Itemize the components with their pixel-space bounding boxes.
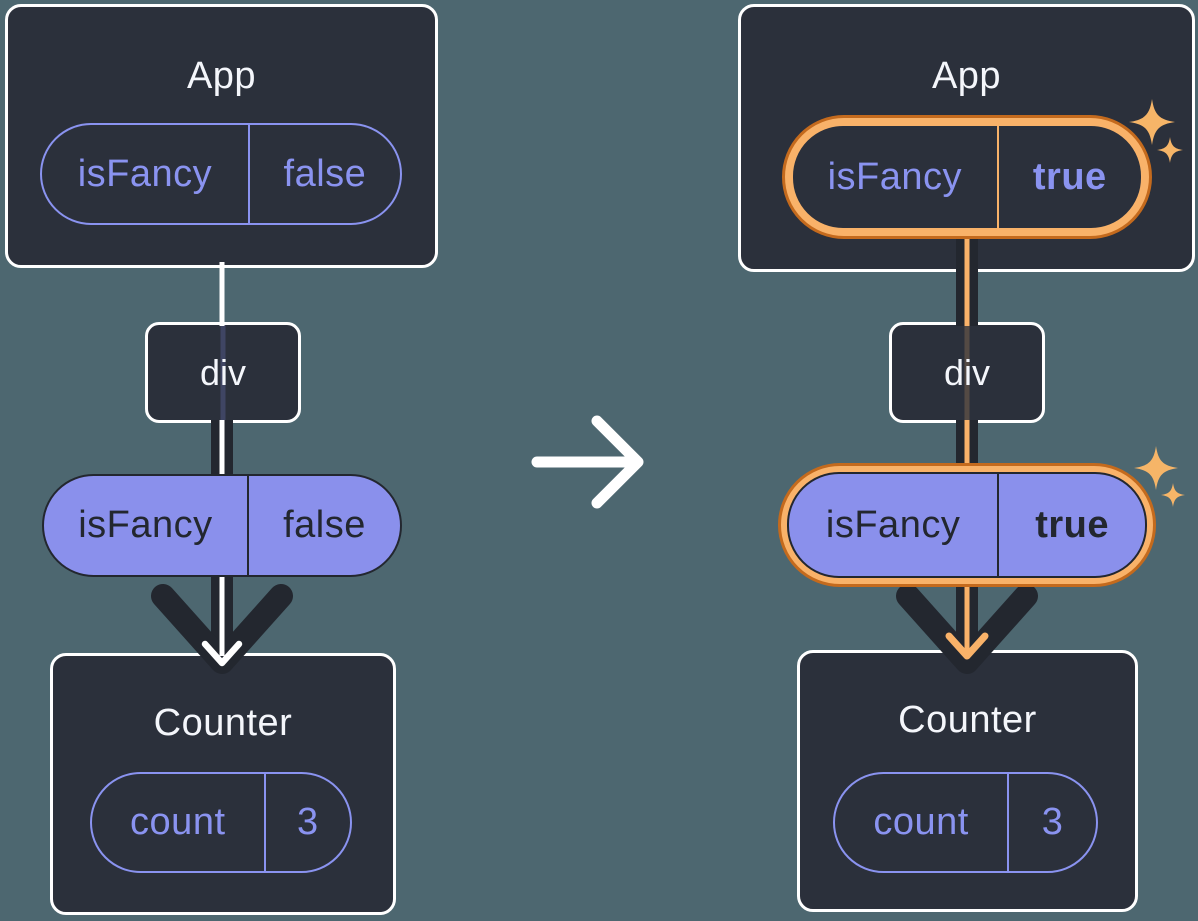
app-card-title: App [931,55,1002,97]
prop-name-cell: isFancy [827,155,962,198]
prop-name-cell: isFancy [825,503,961,546]
prop-value-cell: false [246,476,400,575]
prop-name-cell: isFancy [77,152,213,195]
connection-stripe [220,325,226,420]
div-node-card: div [889,322,1045,423]
state-name-cell: count [130,801,226,843]
prop-value-cell: true [996,126,1141,228]
prop-value-cell: false [247,125,400,223]
div-node-label: div [943,351,991,393]
sparkle-small [1161,483,1185,507]
right-arrow-icon [531,415,644,509]
state-value-cell: 3 [263,774,350,871]
passed-prop-pill: isFancy false [42,474,402,577]
state-value-cell: 3 [1007,774,1096,871]
passed-prop-pill-highlighted: isFancy true [778,463,1156,587]
connection-stripe [964,325,970,420]
state-name-cell: count [873,801,969,843]
counter-card-title: Counter [153,702,293,744]
app-card-title: App [186,55,257,97]
counter-card-title: Counter [898,699,1037,741]
app-prop-pill: isFancy false [40,123,402,225]
counter-state-pill: count 3 [833,772,1098,873]
app-prop-pill-highlighted: isFancy true [782,115,1152,239]
counter-state-pill: count 3 [90,772,352,873]
div-node-label: div [199,351,247,393]
div-node-card: div [145,322,301,423]
prop-name-cell: isFancy [78,504,213,546]
prop-value-cell: true [997,474,1145,576]
